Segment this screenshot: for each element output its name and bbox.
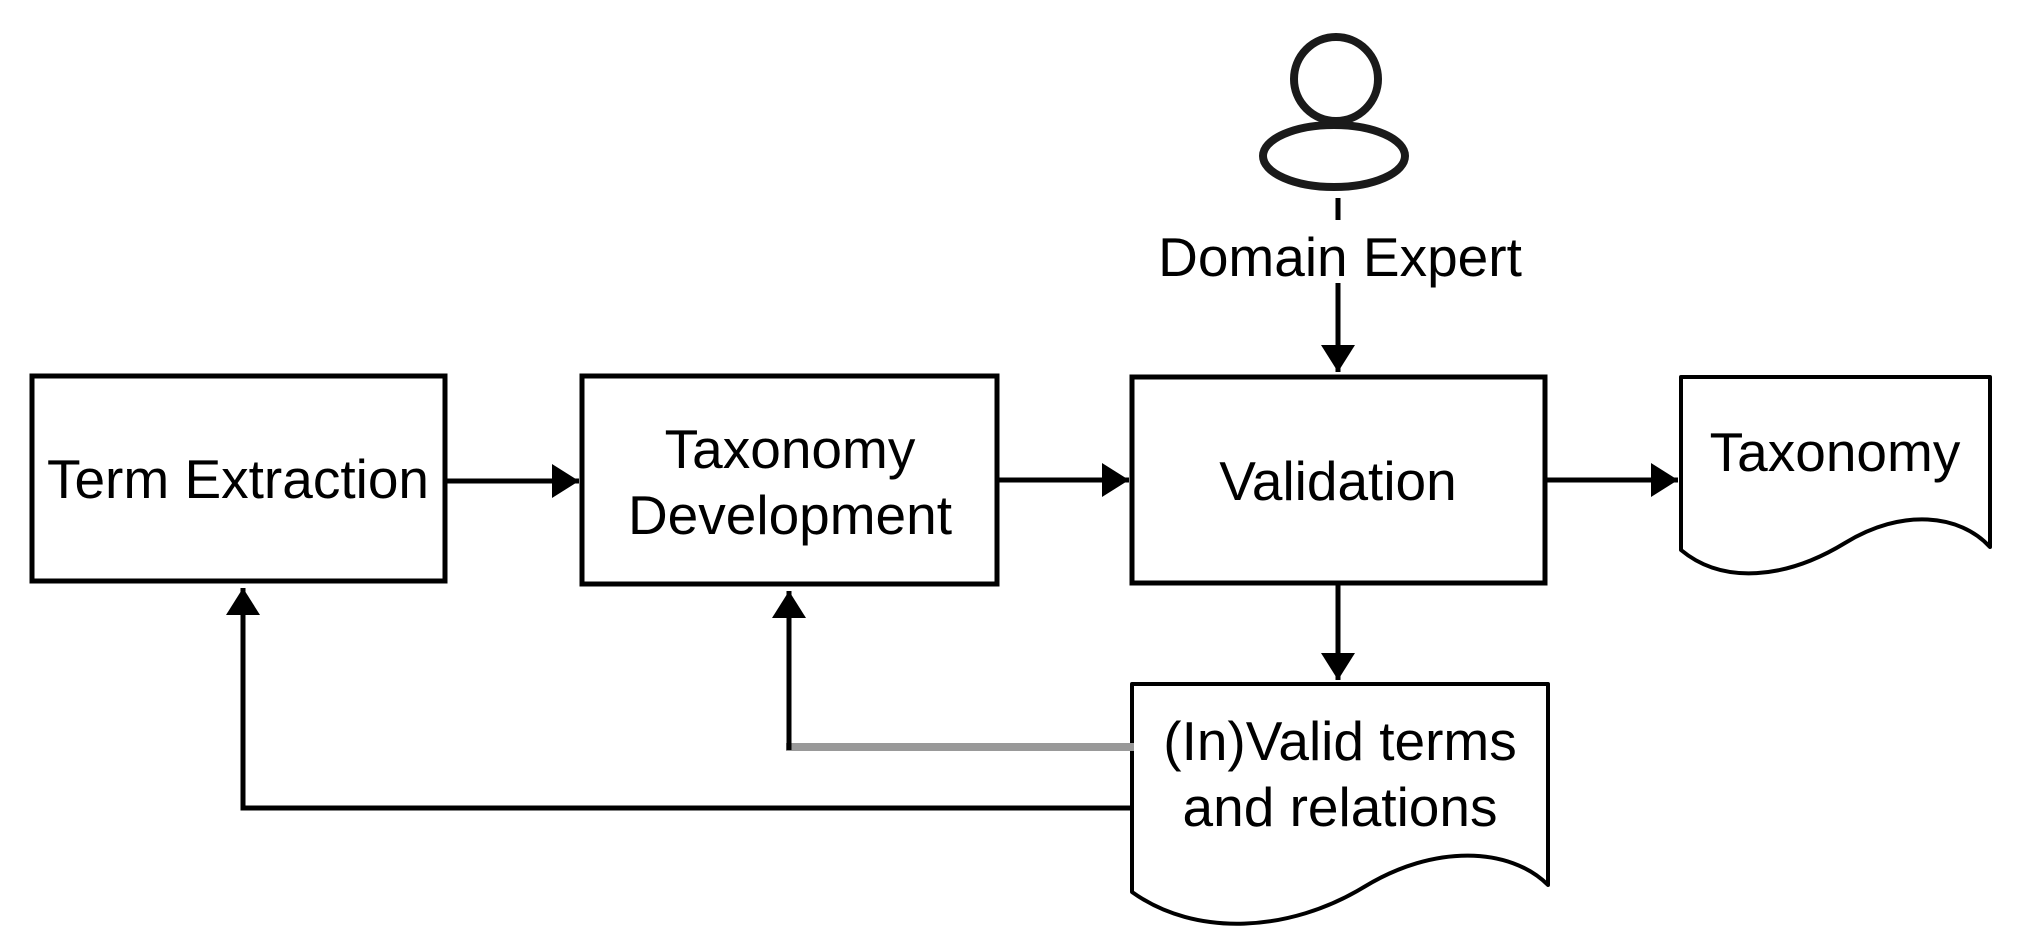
term-extraction-box: Term Extraction xyxy=(29,373,448,584)
taxonomy-development-box: Taxonomy Development xyxy=(579,373,1000,587)
invalid-terms-label-line2: and relations xyxy=(1183,776,1498,838)
taxonomy-development-rect xyxy=(579,373,1000,587)
invalid-terms-document: (In)Valid terms and relations xyxy=(1130,682,1550,926)
validation-box: Validation xyxy=(1129,374,1548,586)
invalid-terms-label-line1: (In)Valid terms xyxy=(1163,710,1517,772)
taxonomy-development-label-line2: Development xyxy=(628,484,952,546)
person-icon xyxy=(1259,121,1409,191)
taxonomy-document-shape xyxy=(1679,375,1992,576)
domain-expert-actor: Domain Expert xyxy=(1158,33,1522,372)
domain-expert-label: Domain Expert xyxy=(1158,226,1522,288)
invalid-terms-document-shape xyxy=(1130,682,1550,926)
taxonomy-document: Taxonomy xyxy=(1679,375,1992,576)
person-icon-head xyxy=(1290,33,1382,125)
validation-rect xyxy=(1129,374,1548,586)
term-extraction-rect xyxy=(29,373,448,584)
term-extraction-label: Term Extraction xyxy=(47,448,429,510)
taxonomy-document-label: Taxonomy xyxy=(1710,421,1961,483)
taxonomy-development-label-line1: Taxonomy xyxy=(665,418,916,480)
validation-label: Validation xyxy=(1219,450,1456,512)
edge-invaliddoc-to-termextraction-arrow xyxy=(226,588,1134,811)
